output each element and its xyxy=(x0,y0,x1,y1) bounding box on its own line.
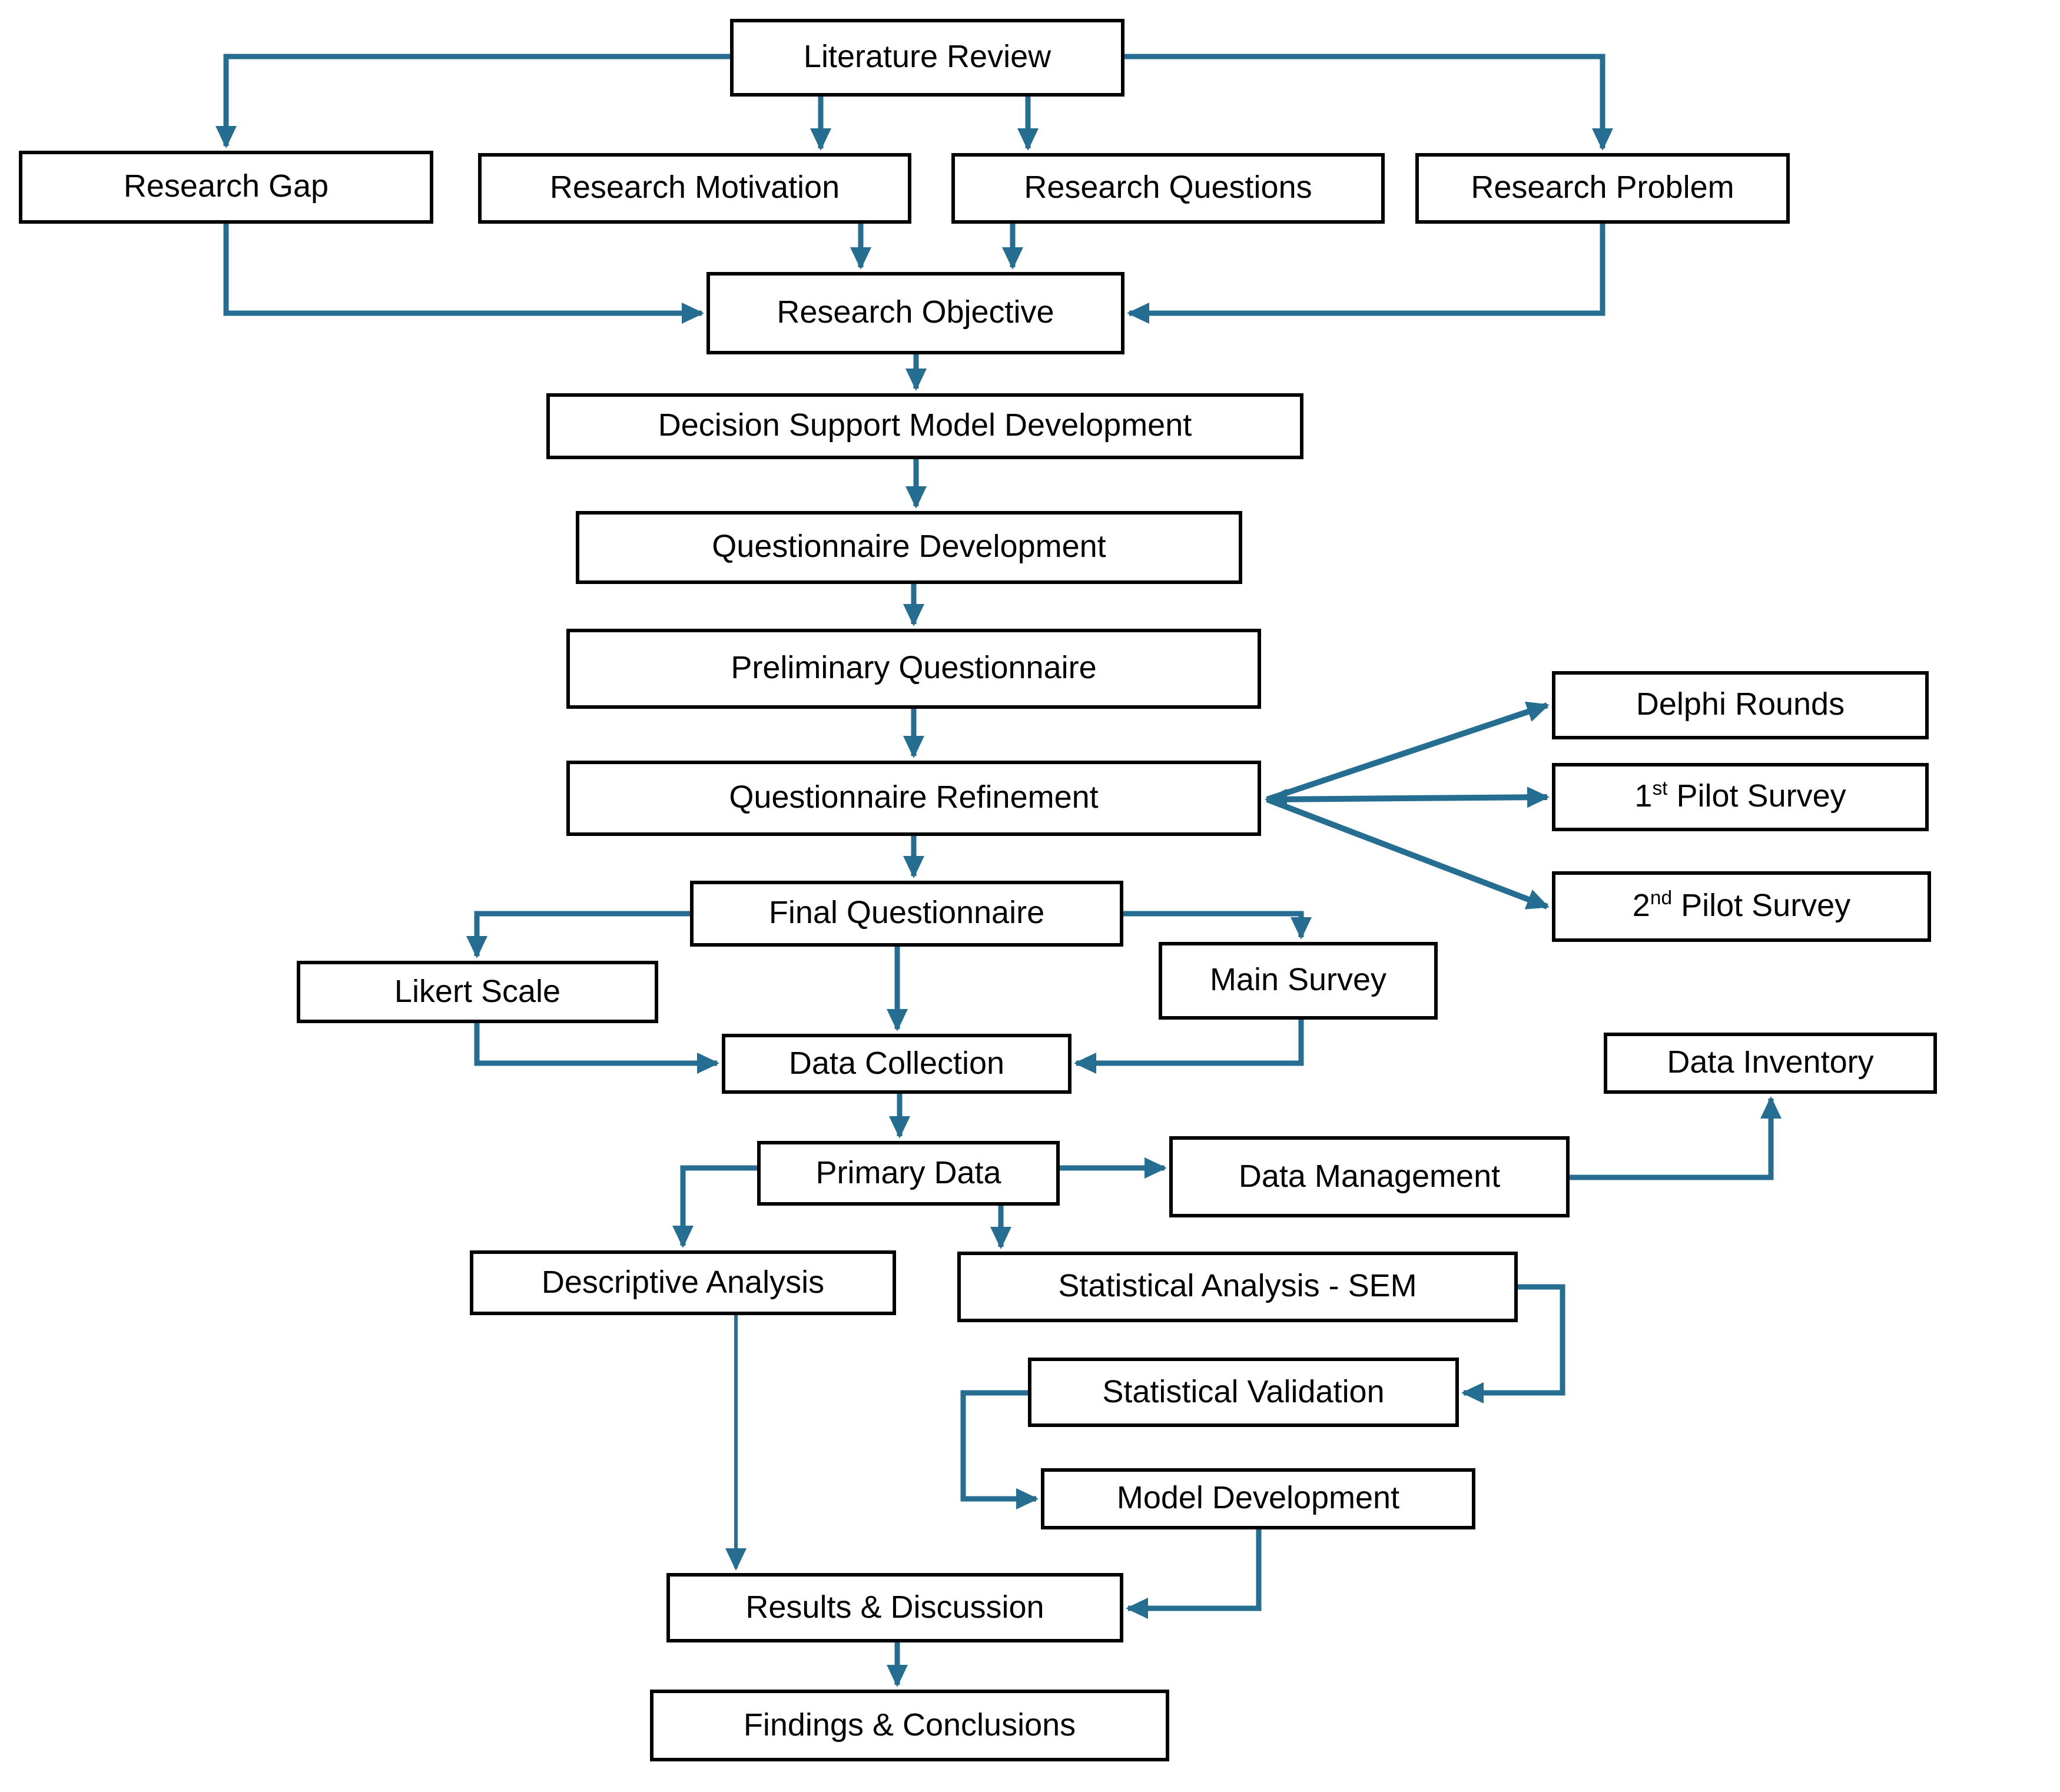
node-preliminary-questionnaire: Preliminary Questionnaire xyxy=(566,629,1261,709)
node-label: Findings & Conclusions xyxy=(743,1707,1076,1743)
arrow-litreview-to-problem xyxy=(1124,54,1613,151)
node-label: 2nd Pilot Survey xyxy=(1632,887,1851,924)
node-literature-review: Literature Review xyxy=(730,19,1124,97)
ordinal-superscript: nd xyxy=(1650,887,1673,910)
node-research-questions: Research Questions xyxy=(951,153,1385,224)
node-delphi-rounds: Delphi Rounds xyxy=(1552,671,1929,739)
node-label: Questionnaire Refinement xyxy=(729,779,1099,815)
node-label: Final Questionnaire xyxy=(768,895,1045,931)
arrow-refinement-to-delphi xyxy=(1266,701,1550,802)
node-label: Primary Data xyxy=(815,1154,1001,1190)
arrow-litreview-to-researchgap xyxy=(215,54,730,148)
arrow-validation-to-modeldev xyxy=(960,1390,1039,1509)
node-research-gap: Research Gap xyxy=(19,151,433,224)
arrow-datamanagement-to-datainventory xyxy=(1570,1096,1782,1180)
node-label: Descriptive Analysis xyxy=(541,1264,825,1300)
node-label: Preliminary Questionnaire xyxy=(731,650,1097,686)
node-label: Research Questions xyxy=(1024,170,1312,205)
arrow-refinement-to-pilot1 xyxy=(1265,787,1550,810)
node-label: Research Objective xyxy=(777,294,1054,330)
node-label: Data Management xyxy=(1238,1158,1501,1194)
node-label: Research Problem xyxy=(1471,170,1734,205)
node-label: Questionnaire Development xyxy=(712,529,1106,565)
node-data-inventory: Data Inventory xyxy=(1604,1033,1937,1094)
arrow-final-to-mainsurvey xyxy=(1123,911,1312,940)
node-label: Decision Support Model Development xyxy=(658,407,1192,443)
node-label: Results & Discussion xyxy=(745,1589,1044,1625)
node-label: Research Gap xyxy=(123,168,329,204)
node-label: Delphi Rounds xyxy=(1636,686,1845,722)
node-questionnaire-development: Questionnaire Development xyxy=(576,511,1242,584)
node-main-survey: Main Survey xyxy=(1159,942,1438,1020)
node-likert-scale: Likert Scale xyxy=(297,961,658,1023)
node-label: Likert Scale xyxy=(394,973,561,1009)
node-statistical-analysis-sem: Statistical Analysis - SEM xyxy=(957,1252,1518,1322)
arrow-refinement-to-pilot2 xyxy=(1266,797,1550,910)
node-second-pilot-survey: 2nd Pilot Survey xyxy=(1552,871,1931,942)
node-label: Research Motivation xyxy=(549,170,840,205)
arrow-problem-to-objective xyxy=(1127,224,1605,324)
node-label: Statistical Validation xyxy=(1102,1373,1385,1409)
node-label: Data Inventory xyxy=(1667,1044,1874,1080)
node-statistical-validation: Statistical Validation xyxy=(1028,1358,1459,1427)
node-label: Statistical Analysis - SEM xyxy=(1058,1268,1417,1304)
node-final-questionnaire: Final Questionnaire xyxy=(690,881,1123,947)
node-research-problem: Research Problem xyxy=(1415,153,1790,224)
node-questionnaire-refinement: Questionnaire Refinement xyxy=(566,761,1261,836)
node-model-development: Model Development xyxy=(1041,1468,1475,1529)
node-decision-support-model-development: Decision Support Model Development xyxy=(546,393,1303,459)
node-label: Main Survey xyxy=(1209,962,1387,998)
node-label: Literature Review xyxy=(803,39,1051,75)
node-research-objective: Research Objective xyxy=(706,272,1124,354)
arrow-final-to-likert xyxy=(466,911,690,958)
arrow-primary-to-descriptive xyxy=(672,1165,757,1248)
arrow-gap-to-objective xyxy=(223,224,704,324)
arrow-statistical-to-validation xyxy=(1461,1284,1565,1403)
node-label: Data Collection xyxy=(788,1045,1005,1081)
arrow-mainsurvey-to-datacollection xyxy=(1074,1020,1304,1074)
node-descriptive-analysis: Descriptive Analysis xyxy=(470,1250,896,1315)
node-findings-conclusions: Findings & Conclusions xyxy=(650,1690,1169,1761)
node-label: 1st Pilot Survey xyxy=(1634,777,1846,814)
node-research-motivation: Research Motivation xyxy=(478,153,911,224)
node-primary-data: Primary Data xyxy=(757,1141,1060,1206)
arrow-modeldev-to-results xyxy=(1126,1529,1262,1619)
node-results-discussion: Results & Discussion xyxy=(666,1573,1123,1642)
arrow-likert-to-datacollection xyxy=(474,1023,719,1074)
ordinal-superscript: st xyxy=(1652,777,1668,800)
node-data-management: Data Management xyxy=(1169,1136,1570,1217)
node-data-collection: Data Collection xyxy=(722,1034,1072,1094)
node-label: Model Development xyxy=(1116,1480,1400,1516)
node-first-pilot-survey: 1st Pilot Survey xyxy=(1552,763,1929,831)
